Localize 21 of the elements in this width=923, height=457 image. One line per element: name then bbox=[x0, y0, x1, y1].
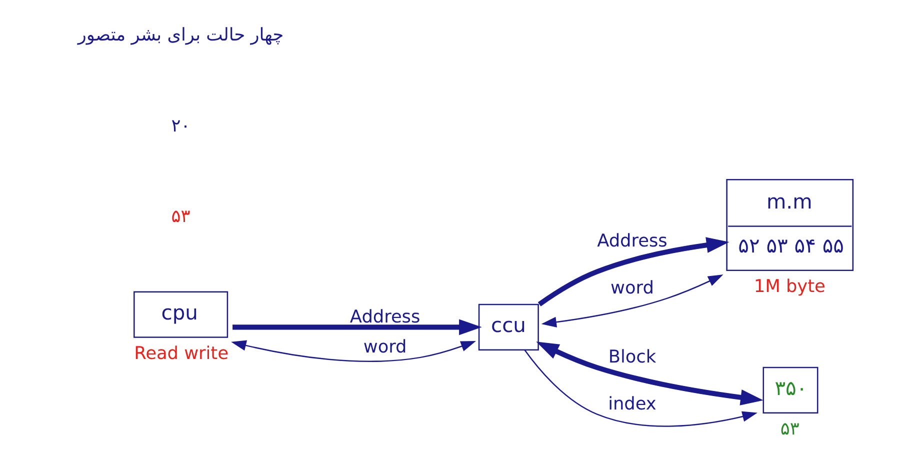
label: ۲۰ bbox=[170, 116, 190, 136]
edge-label: Address bbox=[596, 232, 667, 252]
node-box: ccu bbox=[478, 304, 538, 350]
label: چهار حالت برای بشر متصور bbox=[77, 26, 284, 46]
edge-label: index bbox=[608, 394, 656, 414]
node-label: 1M byte bbox=[753, 277, 825, 298]
edge-label: word bbox=[610, 278, 654, 298]
arrow bbox=[536, 342, 763, 406]
node-label: ۵۳ bbox=[780, 420, 799, 440]
arrow bbox=[230, 340, 476, 362]
edge-label: Block bbox=[608, 348, 656, 368]
node-box: cpu bbox=[133, 291, 228, 338]
edge-label: Address bbox=[349, 307, 420, 328]
edge-label: word bbox=[362, 338, 406, 358]
label: ۵۳ bbox=[170, 207, 190, 228]
arrow bbox=[537, 237, 729, 306]
node-label: Read write bbox=[134, 344, 228, 364]
arrow bbox=[232, 319, 482, 336]
arrow bbox=[524, 350, 757, 427]
arrow bbox=[540, 274, 723, 328]
node-box: ۳۵۰ bbox=[762, 366, 818, 414]
